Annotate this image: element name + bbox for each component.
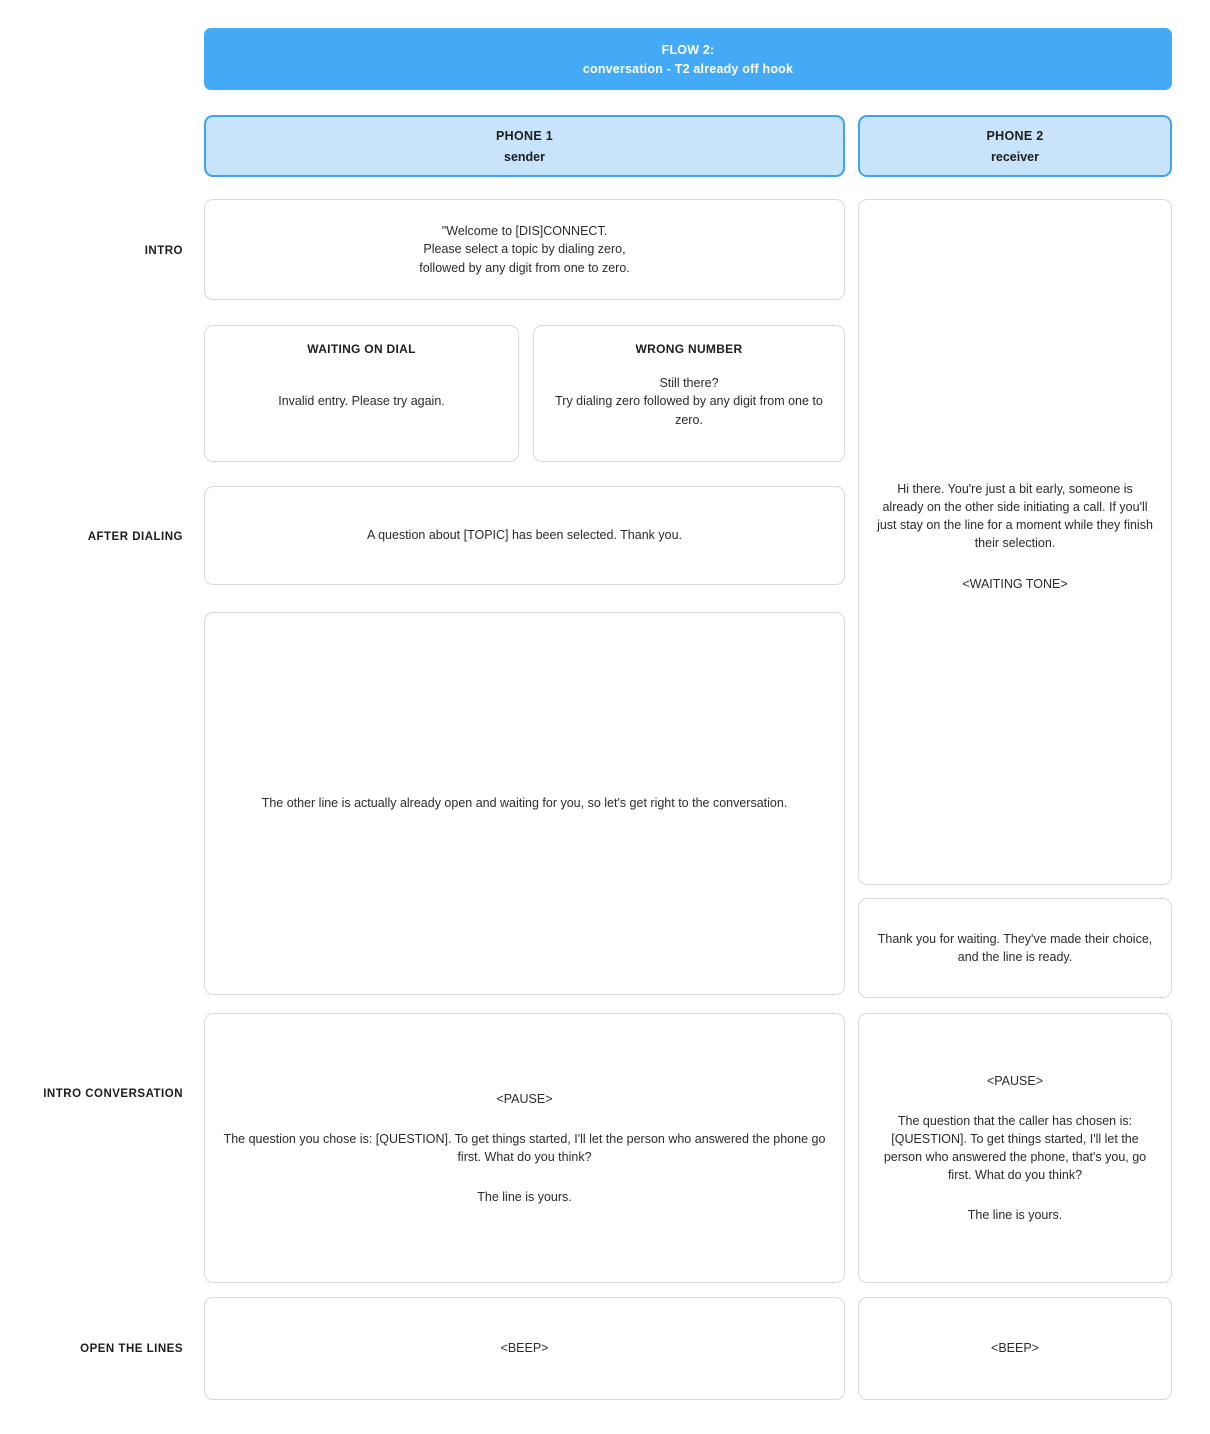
phone2-intro-conv-closing: The line is yours. [967, 1208, 1063, 1223]
phone2-intro-conv-body: The question that the caller has chosen … [883, 1113, 1147, 1183]
phone1-title: PHONE 1 [496, 128, 553, 143]
card-phone2-intro-conversation: <PAUSE> The question that the caller has… [858, 1013, 1172, 1283]
phone2-waiting-tone: <WAITING TONE> [962, 576, 1068, 591]
column-header-phone2: PHONE 2 receiver [858, 115, 1172, 177]
flow-title-banner: FLOW 2: conversation - T2 already off ho… [204, 28, 1172, 90]
flow-title-line2: conversation - T2 already off hook [582, 61, 794, 76]
phone2-subtitle: receiver [991, 149, 1039, 164]
phone2-waiting-stack: Hi there. You're just a bit early, someo… [877, 480, 1153, 593]
card-phone2-open-the-lines: <BEEP> [858, 1297, 1172, 1400]
phone1-subtitle: sender [504, 149, 545, 164]
card-phone2-thank-you: Thank you for waiting. They've made thei… [858, 898, 1172, 998]
card-phone1-open-the-lines: <BEEP> [204, 1297, 845, 1400]
row-label-open-the-lines: OPEN THE LINES [80, 1343, 183, 1355]
card-phone1-wrong-number: WRONG NUMBER Still there? Try dialing ze… [533, 325, 845, 462]
phone2-intro-conv-pause: <PAUSE> [986, 1073, 1044, 1088]
card-phone1-intro-conversation: <PAUSE> The question you chose is: [QUES… [204, 1013, 845, 1283]
card-phone2-waiting: Hi there. You're just a bit early, someo… [858, 199, 1172, 885]
flow-title-line1: FLOW 2: [661, 42, 715, 57]
card-phone1-after-dialing: A question about [TOPIC] has been select… [204, 486, 845, 585]
phone1-open-line-body: The other line is actually already open … [261, 796, 788, 811]
phone1-intro-conv-body: The question you chose is: [QUESTION]. T… [223, 1131, 826, 1164]
phone2-beep: <BEEP> [991, 1341, 1039, 1356]
phone1-intro-body: "Welcome to [DIS]CONNECT. Please select … [419, 224, 630, 275]
phone1-beep: <BEEP> [500, 1341, 549, 1356]
row-label-after-dialing: AFTER DIALING [87, 531, 183, 543]
row-label-intro: INTRO [144, 245, 183, 257]
phone1-after-dialing-body: A question about [TOPIC] has been select… [366, 528, 683, 543]
card-phone1-open-line: The other line is actually already open … [204, 612, 845, 995]
waiting-on-dial-body: Invalid entry. Please try again. [278, 394, 445, 409]
phone1-intro-conv-pause: <PAUSE> [496, 1091, 553, 1106]
card-phone1-intro: "Welcome to [DIS]CONNECT. Please select … [204, 199, 845, 300]
column-header-phone1: PHONE 1 sender [204, 115, 845, 177]
phone2-waiting-body: Hi there. You're just a bit early, someo… [877, 482, 1153, 551]
card-phone1-waiting-on-dial: WAITING ON DIAL Invalid entry. Please tr… [204, 325, 519, 462]
wrong-number-title: WRONG NUMBER [635, 342, 743, 356]
waiting-on-dial-title: WAITING ON DIAL [307, 342, 416, 356]
wrong-number-body: Still there? Try dialing zero followed b… [555, 376, 823, 427]
phone1-intro-conv-closing: The line is yours. [477, 1190, 572, 1205]
phone2-title: PHONE 2 [986, 128, 1044, 143]
phone2-thank-you-body: Thank you for waiting. They've made thei… [877, 931, 1153, 964]
row-label-intro-conversation: INTRO CONVERSATION [43, 1088, 183, 1100]
